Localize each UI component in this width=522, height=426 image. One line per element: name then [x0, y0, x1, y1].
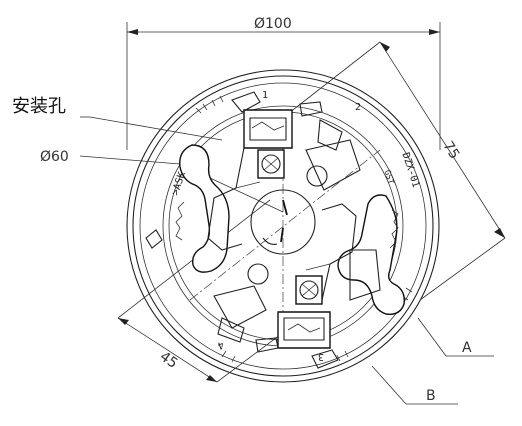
model-code-label: DZX-01 — [400, 151, 422, 189]
terminal-1-label: 1 — [262, 90, 268, 101]
callout-a: A — [417, 317, 494, 357]
mounting-hole-label: 安装孔 — [12, 96, 66, 117]
center-hole — [250, 189, 316, 255]
terminal-2-label: 2 — [355, 102, 361, 113]
arrow-mark-icon — [145, 229, 163, 249]
diagonal-short-label: 45 — [157, 349, 181, 372]
brand-mark-label: GST — [383, 169, 396, 186]
dimension-outer-diameter: Ø100 — [126, 16, 441, 150]
mounting-hole-callout: 安装孔 — [12, 96, 223, 141]
left-mounting-slot — [175, 144, 230, 273]
inner-diameter-callout: Ø60 — [40, 149, 288, 243]
diagonal-long-label: 75 — [439, 139, 462, 163]
outer-diameter-label: Ø100 — [254, 16, 292, 32]
lower-terminal-assembly — [213, 249, 381, 369]
right-mounting-slot — [337, 194, 405, 315]
callout-a-label: A — [462, 340, 472, 356]
terminal-3-label: 3 — [318, 351, 324, 362]
body-struts — [207, 147, 357, 301]
callout-b: B — [371, 365, 458, 405]
inner-diameter-label: Ø60 — [40, 149, 69, 165]
terminal-4-label: 4 — [216, 338, 225, 350]
direction-text-label: >ASK — [170, 171, 188, 197]
upper-terminal-assembly — [231, 91, 361, 191]
callout-b-label: B — [426, 388, 436, 404]
